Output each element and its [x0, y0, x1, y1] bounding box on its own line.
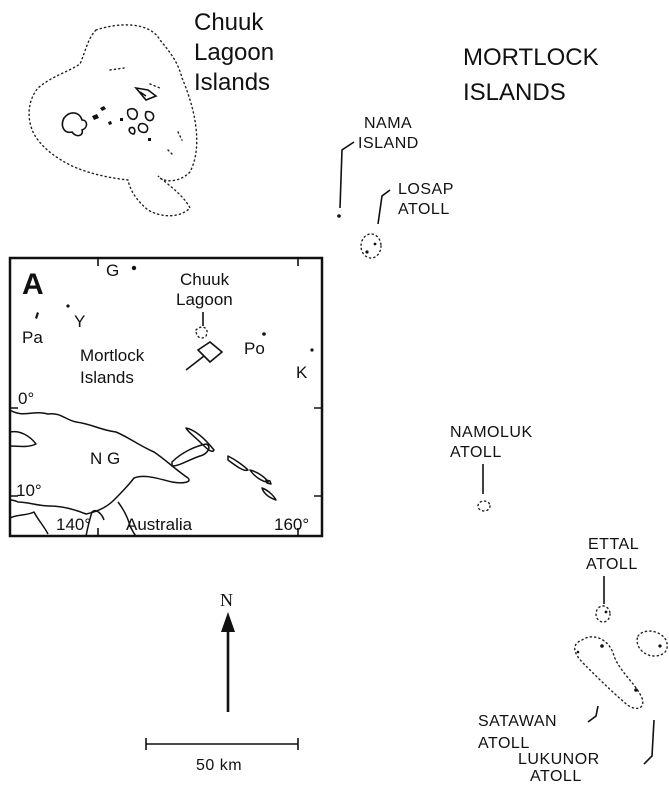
losap-leader-line: [377, 189, 391, 225]
chuuk-island-west: [61, 112, 88, 137]
satawan-island-dot-1: [600, 644, 604, 648]
inset-label-po: Po: [244, 339, 265, 358]
ettal-atoll: ETTAL ATOLL: [586, 536, 639, 623]
inset-label-g: G: [106, 261, 119, 280]
inset-frame-ticks: [10, 258, 322, 536]
ettal-reef: [595, 605, 611, 623]
satawan-label-line-1: SATAWAN: [478, 713, 557, 730]
chuuk-island-small-4: [120, 118, 123, 121]
australia-coast: [9, 501, 137, 537]
inset-mortlock-box: [196, 341, 224, 364]
inset-palau-mark: [35, 312, 39, 319]
chuuk-islands: [61, 86, 158, 141]
nama-island-dot: [337, 214, 341, 218]
lukunor-leader-line: [643, 719, 655, 765]
inset-label-chuuk-2: Lagoon: [176, 290, 233, 309]
inset-lat-0: 0°: [18, 389, 34, 408]
inset-label-australia: Australia: [126, 515, 193, 534]
inset-frame: [8, 256, 324, 538]
inset-lon-140: 140°: [56, 515, 91, 534]
north-arrow: N: [220, 590, 235, 712]
satawan-leader-line: [587, 705, 599, 723]
satawan-reef: [574, 636, 644, 709]
ettal-label-line-2: ATOLL: [586, 556, 638, 573]
chuuk-island-center: [126, 107, 139, 121]
satawan-atoll: SATAWAN ATOLL: [478, 636, 644, 752]
inset-yap-dot: [66, 304, 70, 308]
new-ireland-coast: [185, 427, 215, 453]
scale-bar-line: [145, 738, 299, 750]
north-label: N: [220, 590, 233, 610]
chuuk-island-small-3: [108, 121, 112, 125]
chuuk-island-small-5: [148, 138, 151, 141]
inset-label-pa: Pa: [22, 328, 43, 347]
new-britain-coast: [171, 443, 210, 467]
nama-island: NAMA ISLAND: [337, 115, 419, 218]
losap-island-dot-2: [373, 242, 377, 246]
lukunor-atoll: LUKUNOR ATOLL: [518, 630, 668, 785]
solomon-island-4: [265, 479, 272, 485]
nama-label-line-1: NAMA: [364, 115, 412, 132]
chuuk-title-line-3: Islands: [194, 69, 270, 96]
satawan-island-dot-2: [634, 688, 638, 692]
chuuk-title-line-1: Chuuk: [194, 9, 264, 36]
inset-label-new-guinea: N G: [90, 449, 120, 468]
new-guinea-coast: [9, 409, 190, 515]
scale-bar-label: 50 km: [196, 757, 242, 774]
chuuk-island-south-2: [128, 126, 136, 135]
mortlock-title-line-2: ISLANDS: [463, 79, 566, 106]
chuuk-island-north: [134, 86, 158, 101]
namoluk-label-line-2: ATOLL: [450, 444, 502, 461]
inset-lat-10: 10°: [16, 481, 42, 500]
chuuk-title-line-2: Lagoon: [194, 39, 274, 66]
namoluk-label-line-1: NAMOLUK: [450, 424, 533, 441]
inset-guam-dot: [131, 265, 137, 271]
inset-label-chuuk-1: Chuuk: [180, 270, 230, 289]
nama-label-line-2: ISLAND: [358, 135, 419, 152]
lukunor-label-line-1: LUKUNOR: [518, 751, 600, 768]
inset-map: A G Y Pa Po K Chuuk Lagoon Mortlock Isla…: [8, 256, 324, 538]
ettal-island-dot: [604, 610, 608, 614]
solomon-island-1: [227, 455, 249, 472]
chuuk-island-small-2: [100, 106, 106, 111]
losap-atoll: LOSAP ATOLL: [360, 181, 454, 259]
chuuk-lagoon-reef: [28, 24, 198, 217]
lukunor-label-line-2: ATOLL: [530, 768, 582, 784]
inset-label-k: K: [296, 363, 308, 382]
inset-label-mortlock-2: Islands: [80, 368, 134, 387]
mortlock-title-line-1: MORTLOCK: [463, 44, 599, 71]
satawan-island-dot-3: [576, 650, 580, 654]
inset-pohnpei-dot: [262, 332, 266, 336]
losap-label-line-1: LOSAP: [398, 181, 454, 198]
namoluk-atoll: NAMOLUK ATOLL: [450, 424, 533, 512]
inset-kosrae-dot: [310, 348, 314, 352]
chuuk-reef-inner: [109, 67, 183, 157]
inset-label-mortlock-1: Mortlock: [80, 346, 145, 365]
inset-label-y: Y: [74, 312, 85, 331]
inset-panel-letter: A: [22, 268, 44, 301]
chuuk-island-small-1: [92, 114, 99, 120]
losap-reef: [360, 233, 382, 259]
inset-chuuk-reef: [195, 326, 208, 339]
solomon-island-2: [249, 469, 269, 483]
namoluk-reef: [477, 500, 491, 512]
scale-bar: 50 km: [145, 738, 299, 774]
satawan-label-line-2: ATOLL: [478, 735, 530, 752]
lukunor-reef: [636, 630, 668, 657]
inset-mortlock-leader: [185, 355, 205, 371]
ettal-label-line-1: ETTAL: [588, 536, 639, 553]
chuuk-island-south: [137, 122, 149, 134]
nama-leader-line: [339, 141, 355, 209]
new-guinea-west-inlet: [9, 430, 37, 448]
solomon-island-3: [261, 487, 277, 501]
inset-lon-160: 160°: [274, 515, 309, 534]
chuuk-island-east: [144, 110, 155, 122]
losap-island-dot: [365, 250, 369, 254]
lukunor-island-dot: [658, 644, 662, 648]
losap-label-line-2: ATOLL: [398, 201, 450, 218]
north-arrow-head-icon: [221, 612, 235, 632]
